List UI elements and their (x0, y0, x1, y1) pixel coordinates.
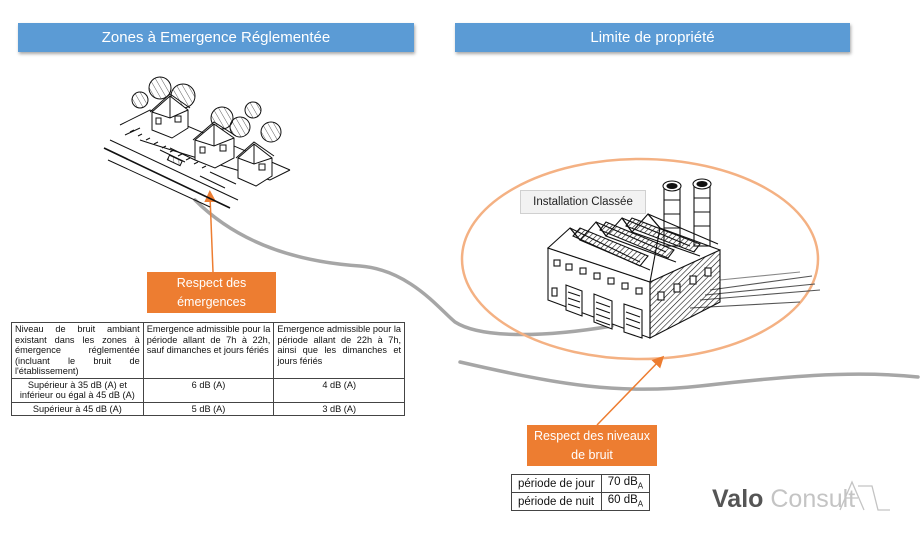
table-header-cell: Emergence admissible pour la période all… (142, 322, 275, 379)
logo-bold-text: Valo (712, 485, 764, 513)
table-cell: 3 dB (A) (273, 401, 405, 416)
callout-emergences-line1: Respect des (176, 275, 247, 290)
table-cell: Supérieur à 35 dB (A) et inférieur ou ég… (11, 377, 144, 403)
callout-niveaux-line2: de bruit (571, 447, 613, 462)
arrow-niveaux (596, 355, 665, 426)
table-row: Supérieur à 45 dB (A) 5 dB (A) 3 dB (A) (11, 401, 405, 416)
value-cell: 60 dBA (600, 492, 651, 511)
period-cell: période de jour (511, 474, 602, 493)
table-row: Supérieur à 35 dB (A) et inférieur ou ég… (11, 377, 405, 403)
valo-consult-logo: Valo Consult (712, 485, 855, 514)
callout-niveaux: Respect des niveaux de bruit (527, 425, 657, 466)
table-cell: 6 dB (A) (142, 377, 275, 403)
table-cell: 5 dB (A) (142, 401, 275, 416)
installation-label: Installation Classée (520, 190, 646, 214)
logo-light-text: Consult (770, 485, 856, 513)
table-row: période de jour 70 dBA (511, 474, 651, 493)
factory-sketch-icon (546, 178, 821, 339)
road-line-lower (458, 360, 920, 392)
zer-header: Zones à Emergence Réglementée (18, 23, 414, 52)
arrow-emergences (204, 190, 217, 273)
value-cell: 70 dBA (600, 474, 651, 493)
table-header-cell: Emergence admissible pour la période all… (273, 322, 405, 379)
road-line (193, 198, 614, 337)
noise-level-table: période de jour 70 dBA période de nuit 6… (511, 474, 651, 511)
table-header-cell: Niveau de bruit ambiant existant dans le… (11, 322, 144, 379)
property-limit-header: Limite de propriété (455, 23, 850, 52)
table-cell: Supérieur à 45 dB (A) (11, 401, 144, 416)
table-row: Niveau de bruit ambiant existant dans le… (11, 322, 405, 379)
callout-emergences: Respect des émergences (147, 272, 276, 313)
houses-sketch-icon (103, 76, 291, 209)
table-row: période de nuit 60 dBA (511, 492, 651, 511)
callout-niveaux-line1: Respect des niveaux (533, 428, 651, 443)
period-cell: période de nuit (511, 492, 602, 511)
emergence-table: Niveau de bruit ambiant existant dans le… (11, 322, 405, 416)
logo-mark-icon (839, 480, 890, 511)
table-cell: 4 dB (A) (273, 377, 405, 403)
property-limit-ellipse (460, 157, 820, 361)
callout-emergences-line2: émergences (177, 294, 246, 309)
